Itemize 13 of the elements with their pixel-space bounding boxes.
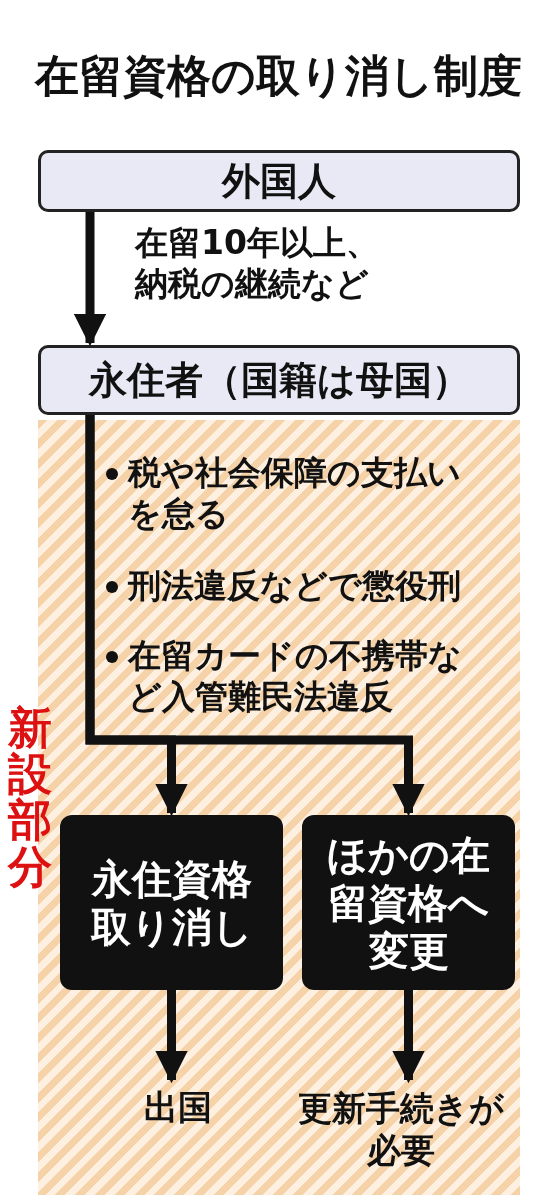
bullet-item: 在留カードの不携帯など入管難民法違反: [102, 635, 463, 718]
section-label: 新設部分: [6, 705, 53, 890]
process-box: 永住者（国籍は母国）: [38, 345, 520, 415]
title: 在留資格の取り消し制度: [33, 50, 523, 103]
arrow: [73, 212, 107, 347]
outcome-text: 出国: [118, 1082, 238, 1132]
process-box: 永住資格取り消し: [60, 815, 283, 990]
process-box: ほかの在留資格へ変更: [302, 815, 515, 990]
bullet-item: 税や社会保障の支払いを怠る: [102, 452, 463, 535]
bullet-item: 刑法違反などで懲役刑: [102, 565, 548, 607]
arrow: [85, 415, 425, 817]
process-box: 外国人: [38, 150, 520, 212]
outcome-text: 更新手続きが必要: [288, 1082, 513, 1176]
